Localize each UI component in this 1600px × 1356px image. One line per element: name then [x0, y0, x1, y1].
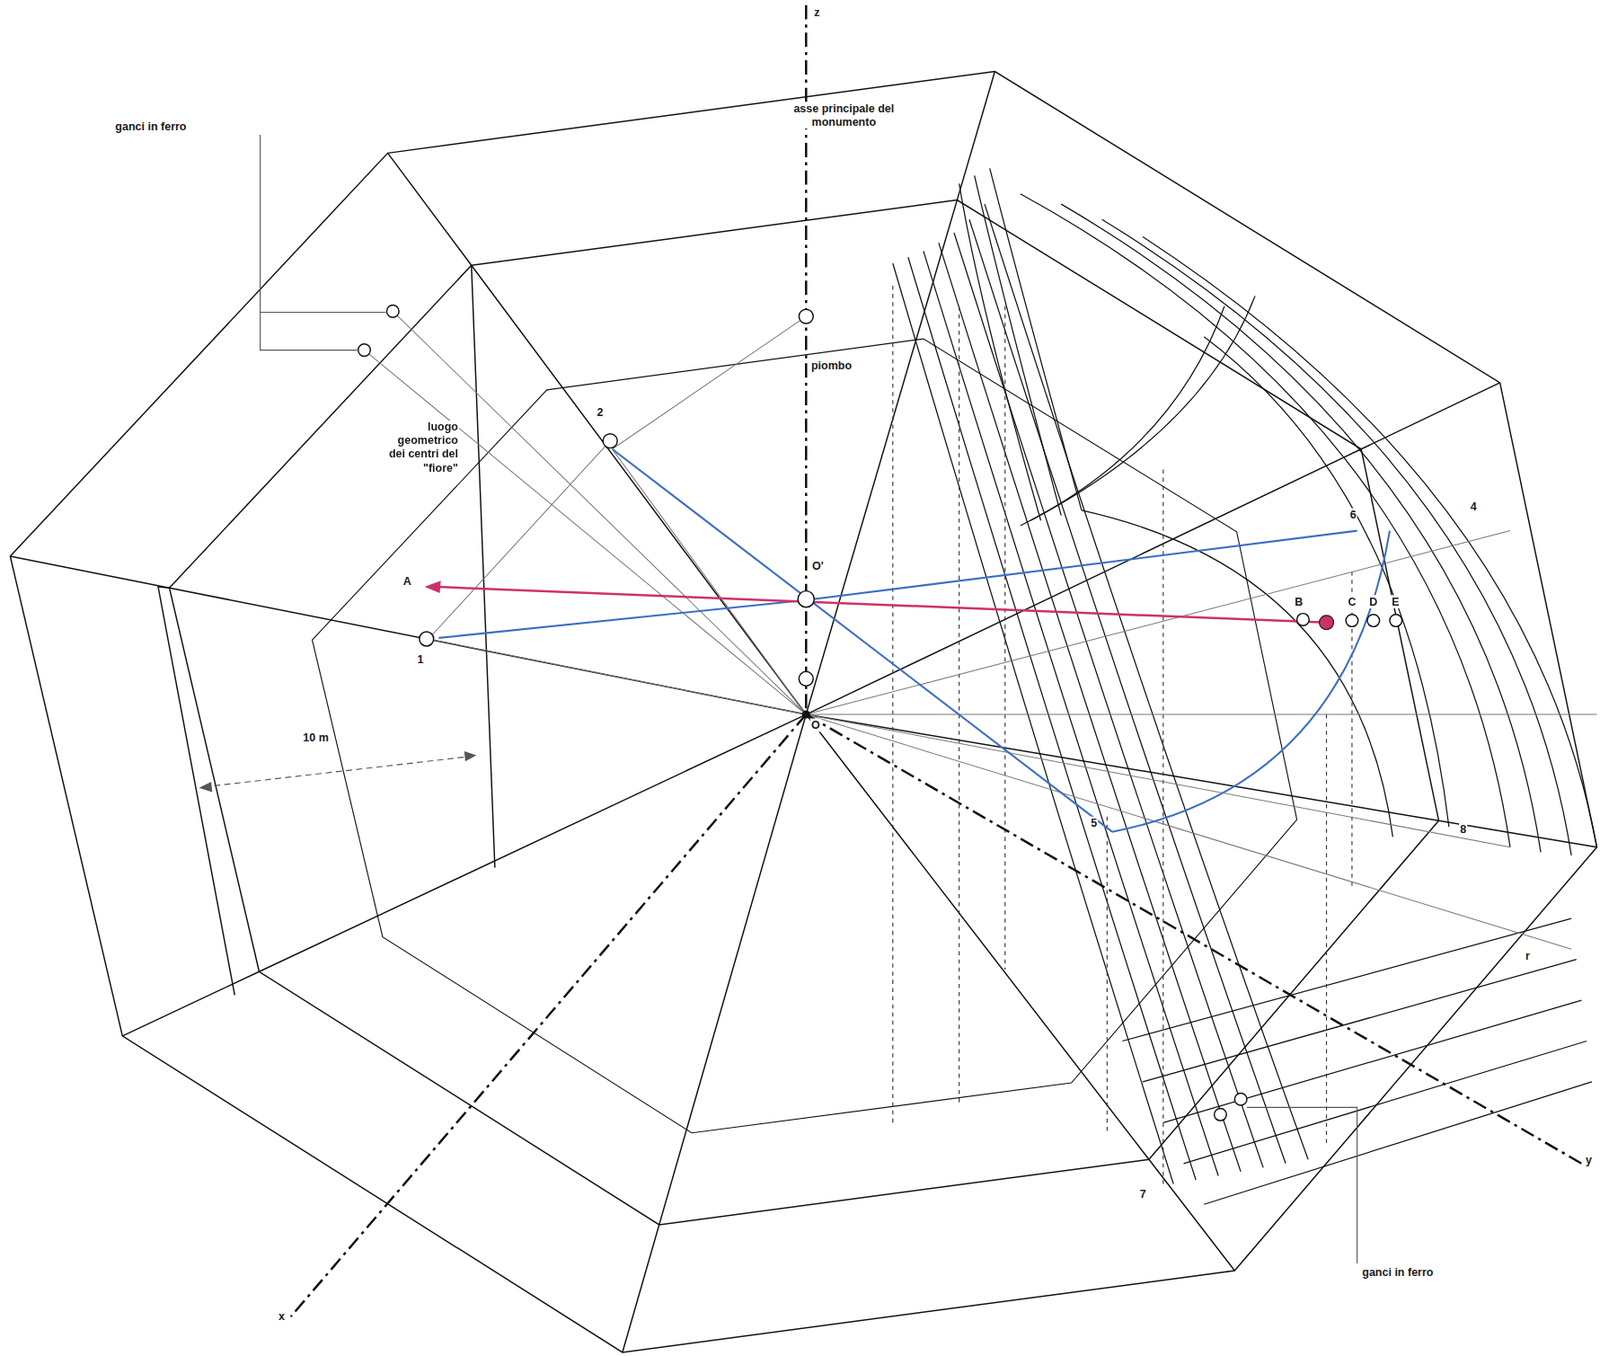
label: z [813, 6, 822, 20]
label: piombo [810, 359, 853, 373]
label: C [1346, 594, 1357, 609]
label: asse principale del monumento [786, 102, 902, 130]
label: ganci in ferro [114, 120, 187, 134]
label: x [277, 1308, 286, 1323]
label: O' [811, 558, 825, 573]
label: luogo geometrico dei centri del "fiore" [377, 420, 460, 475]
label: r [1524, 948, 1531, 963]
label: A [402, 574, 413, 588]
label: 6 [1349, 508, 1358, 522]
label: 2 [595, 406, 604, 420]
label: y [1584, 1152, 1593, 1167]
label: O [810, 718, 822, 733]
label: 4 [1469, 500, 1478, 514]
label: 8 [1458, 822, 1468, 836]
label: 1 [415, 653, 425, 667]
label: 7 [1139, 1187, 1148, 1202]
label: E [1390, 594, 1401, 609]
label: D [1368, 594, 1379, 609]
label: ganci in ferro [1361, 1264, 1434, 1279]
label: 10 m [301, 730, 330, 744]
label: B [1293, 594, 1304, 609]
label: 5 [1089, 816, 1098, 831]
